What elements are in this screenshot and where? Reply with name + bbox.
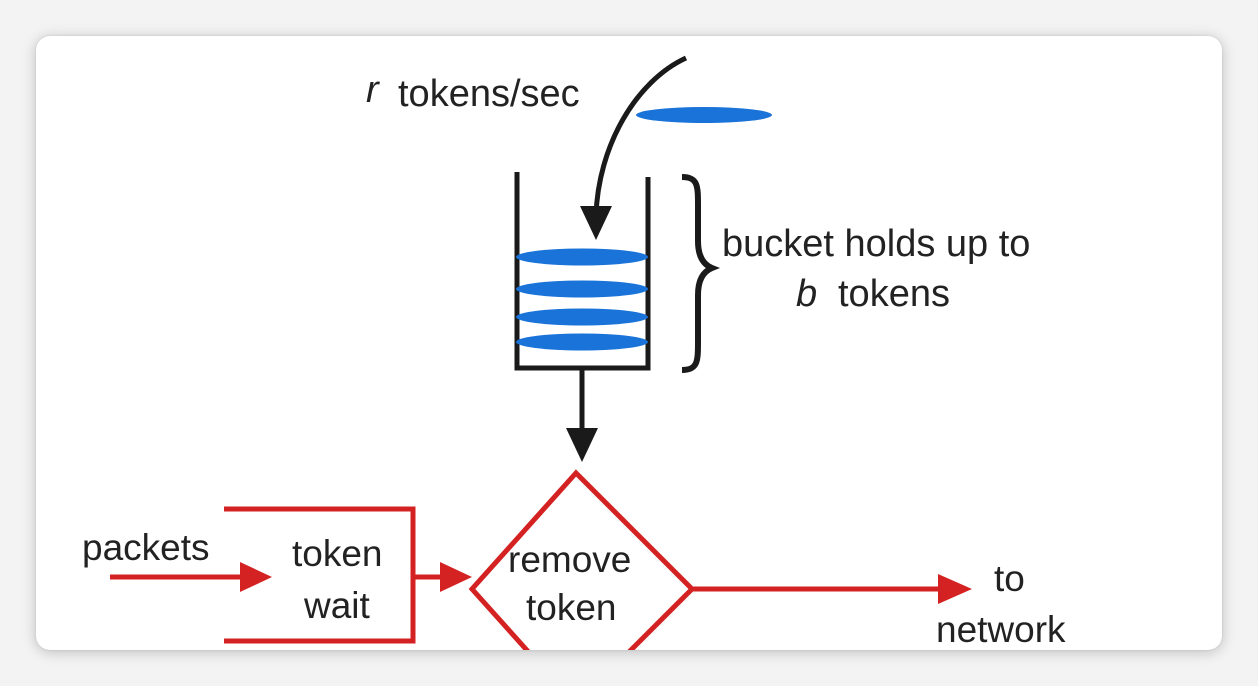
wait-to-remove-arrowhead [440, 562, 472, 592]
bucket-token [516, 308, 648, 326]
remove-token-diamond [468, 469, 696, 650]
bucket-capacity-variable: b [796, 273, 817, 315]
token-wait-label: token [292, 533, 383, 574]
incoming-token [636, 107, 772, 123]
bucket-token [516, 248, 648, 266]
token-wait-label: wait [303, 585, 371, 626]
bucket-capacity-label: bucket holds up to [722, 223, 1030, 265]
bucket-capacity-tokens: tokens [838, 273, 950, 315]
remove-token-label: remove [508, 539, 631, 580]
bucket-token [516, 280, 648, 298]
diagram-card: r tokens/sec bucket holds up to b tokens… [36, 36, 1222, 650]
packets-arrowhead [240, 562, 272, 592]
token-bucket-diagram: r tokens/sec bucket holds up to b tokens… [82, 55, 1066, 650]
token-arrival-arrow [593, 55, 688, 217]
to-network-label: network [936, 609, 1066, 650]
rate-label: tokens/sec [398, 73, 580, 115]
packets-label: packets [82, 527, 210, 568]
bucket-outflow-arrowhead [566, 428, 598, 462]
bucket-token [516, 333, 648, 351]
token-arrival-arrowhead [580, 206, 612, 240]
remove-token-label: token [526, 587, 617, 628]
bucket-brace [681, 174, 721, 373]
rate-variable: r [366, 69, 380, 111]
to-network-label: to [994, 558, 1025, 599]
to-network-arrowhead [938, 574, 972, 604]
